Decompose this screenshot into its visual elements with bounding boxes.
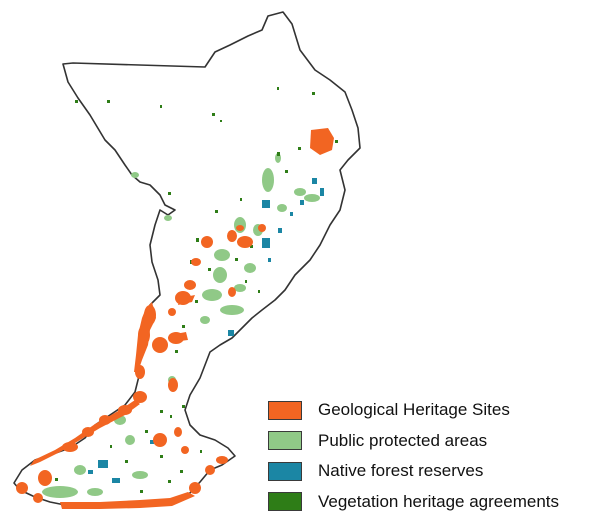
legend-item-geological: Geological Heritage Sites [268, 395, 608, 426]
legend-swatch [268, 401, 302, 420]
legend-label: Public protected areas [318, 431, 487, 451]
legend-swatch [268, 492, 302, 511]
map-legend: Geological Heritage Sites Public protect… [268, 395, 608, 517]
legend-swatch [268, 462, 302, 481]
legend-label: Geological Heritage Sites [318, 400, 510, 420]
legend-item-vegetation-heritage: Vegetation heritage agreements [268, 487, 608, 517]
legend-item-native-forest: Native forest reserves [268, 456, 608, 487]
legend-label: Native forest reserves [318, 461, 483, 481]
legend-item-public-protected: Public protected areas [268, 426, 608, 457]
legend-swatch [268, 431, 302, 450]
legend-label: Vegetation heritage agreements [318, 492, 559, 512]
